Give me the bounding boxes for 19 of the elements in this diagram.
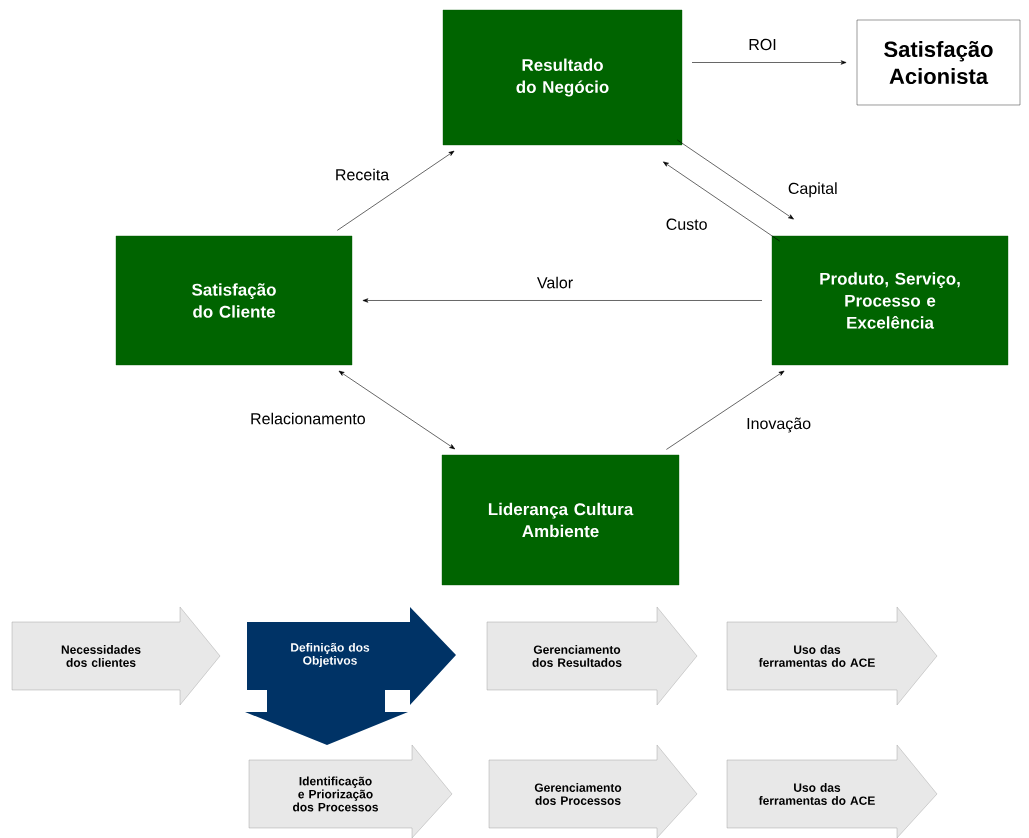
result-box: Satisfação Acionista [856, 19, 1021, 106]
arrow [663, 161, 780, 242]
edge-label: Receita [333, 167, 391, 182]
arrow [676, 139, 794, 220]
process-box: Liderança Cultura Ambiente [441, 454, 680, 586]
arrow [337, 150, 455, 231]
edge-label: Custo [664, 217, 709, 231]
arrow [691, 60, 847, 65]
process-box: Resultado do Negócio [442, 9, 683, 146]
edge-label: ROI [747, 37, 778, 52]
edge-label: Inovação [745, 416, 813, 434]
edge-label: Relacionamento [249, 411, 367, 426]
edge-label: Capital [786, 181, 839, 199]
arrow [362, 298, 763, 303]
arrow [666, 370, 785, 450]
process-box: Produto, Serviço, Processo e Excelência [771, 235, 1009, 366]
process-box: Satisfação do Cliente [115, 235, 353, 366]
edge-label: Valor [535, 275, 575, 290]
arrow [338, 370, 456, 450]
